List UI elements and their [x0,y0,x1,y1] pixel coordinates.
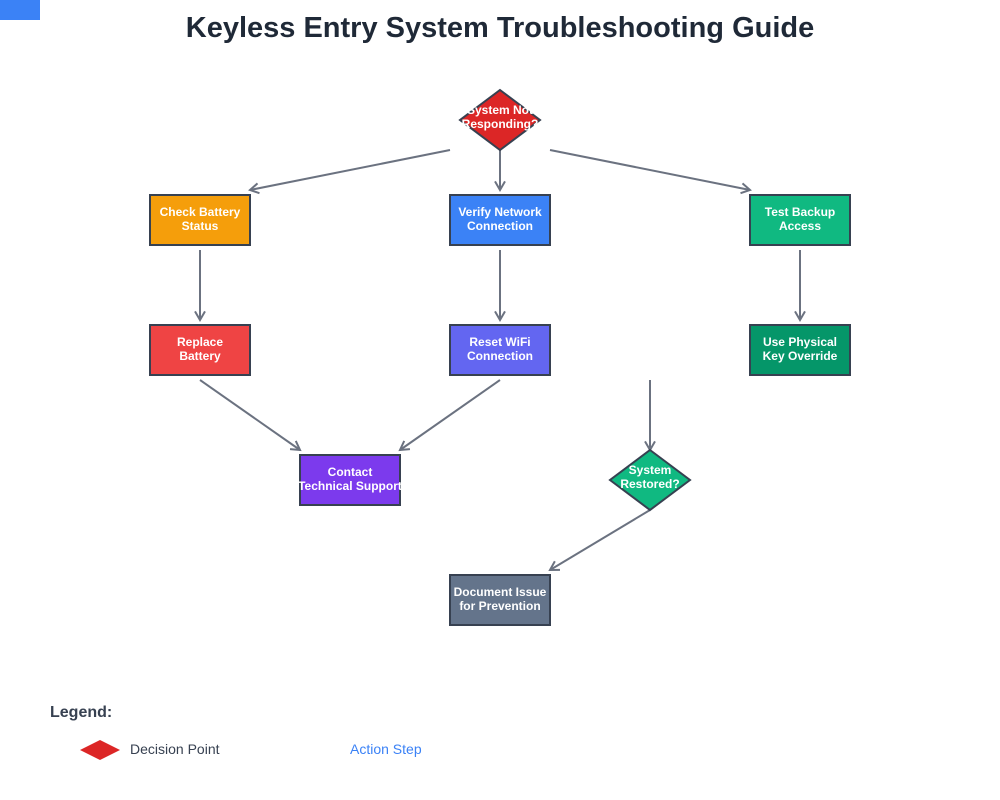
node-label-line: Verify Network [458,205,542,219]
edge-replace-support [199,379,302,452]
action-box [749,194,851,246]
arrowhead-icon [194,310,206,322]
arrowhead-icon [398,440,411,452]
action-box [299,454,401,506]
node-label-line: Responding? [462,117,539,131]
node-label-line: Restored? [620,477,679,491]
arrowhead-icon [740,182,752,195]
node-label-line: Test Backup [765,205,835,219]
arrowhead-icon [548,560,561,572]
edge-start-backup [549,149,752,195]
edges-layer [194,149,806,572]
connector-line [399,379,501,451]
node-label-line: Reset WiFi [469,335,530,349]
node-label-line: Document Issue [454,585,547,599]
legend-decision-label: Decision Point [130,741,220,757]
action-box [449,324,551,376]
edge-start-battery [248,149,451,195]
node-label-line: Connection [467,219,533,233]
node-label-line: Status [182,219,219,233]
decision-diamond [458,88,542,152]
node-label-line: System Not [467,103,533,117]
edge-restored-document [548,509,651,572]
arrowhead-icon [248,182,260,195]
edge-backup-physical [794,250,806,322]
node-label-line: Connection [467,349,533,363]
action-box [149,324,251,376]
legend-action-label: Action Step [350,741,422,757]
node-label-line: Use Physical [763,335,837,349]
node-label-line: Access [779,219,821,233]
action-box [449,574,551,626]
node-label-line: for Prevention [459,599,540,613]
edge-battery-replace [194,250,206,322]
node-label-line: Check Battery [160,205,241,219]
node-label-line: Key Override [763,349,838,363]
connector-line [549,509,651,571]
action-box [149,194,251,246]
page-title: Keyless Entry System Troubleshooting Gui… [185,12,815,44]
connector-line [199,379,301,451]
decision-diamond [608,448,692,512]
edge-reset-support [398,379,501,452]
arrowhead-icon [494,180,506,192]
arrowhead-icon [289,440,302,452]
connector-line [549,149,751,191]
action-box [749,324,851,376]
edge-into-restored [644,380,656,452]
connector-line [249,149,451,191]
legend-title: Legend: [50,704,113,721]
legend-action-swatch [0,0,40,20]
arrowhead-icon [794,310,806,322]
action-box [449,194,551,246]
node-label-line: Replace [177,335,223,349]
edge-network-reset [494,250,506,322]
legend-decision-diamond-icon [80,740,120,760]
node-label-line: Contact [328,465,373,479]
node-label-line: Technical Support [298,479,402,493]
node-label-line: Battery [179,349,221,363]
arrowhead-icon [494,310,506,322]
node-label-line: System [629,463,672,477]
edge-start-network [494,150,506,192]
